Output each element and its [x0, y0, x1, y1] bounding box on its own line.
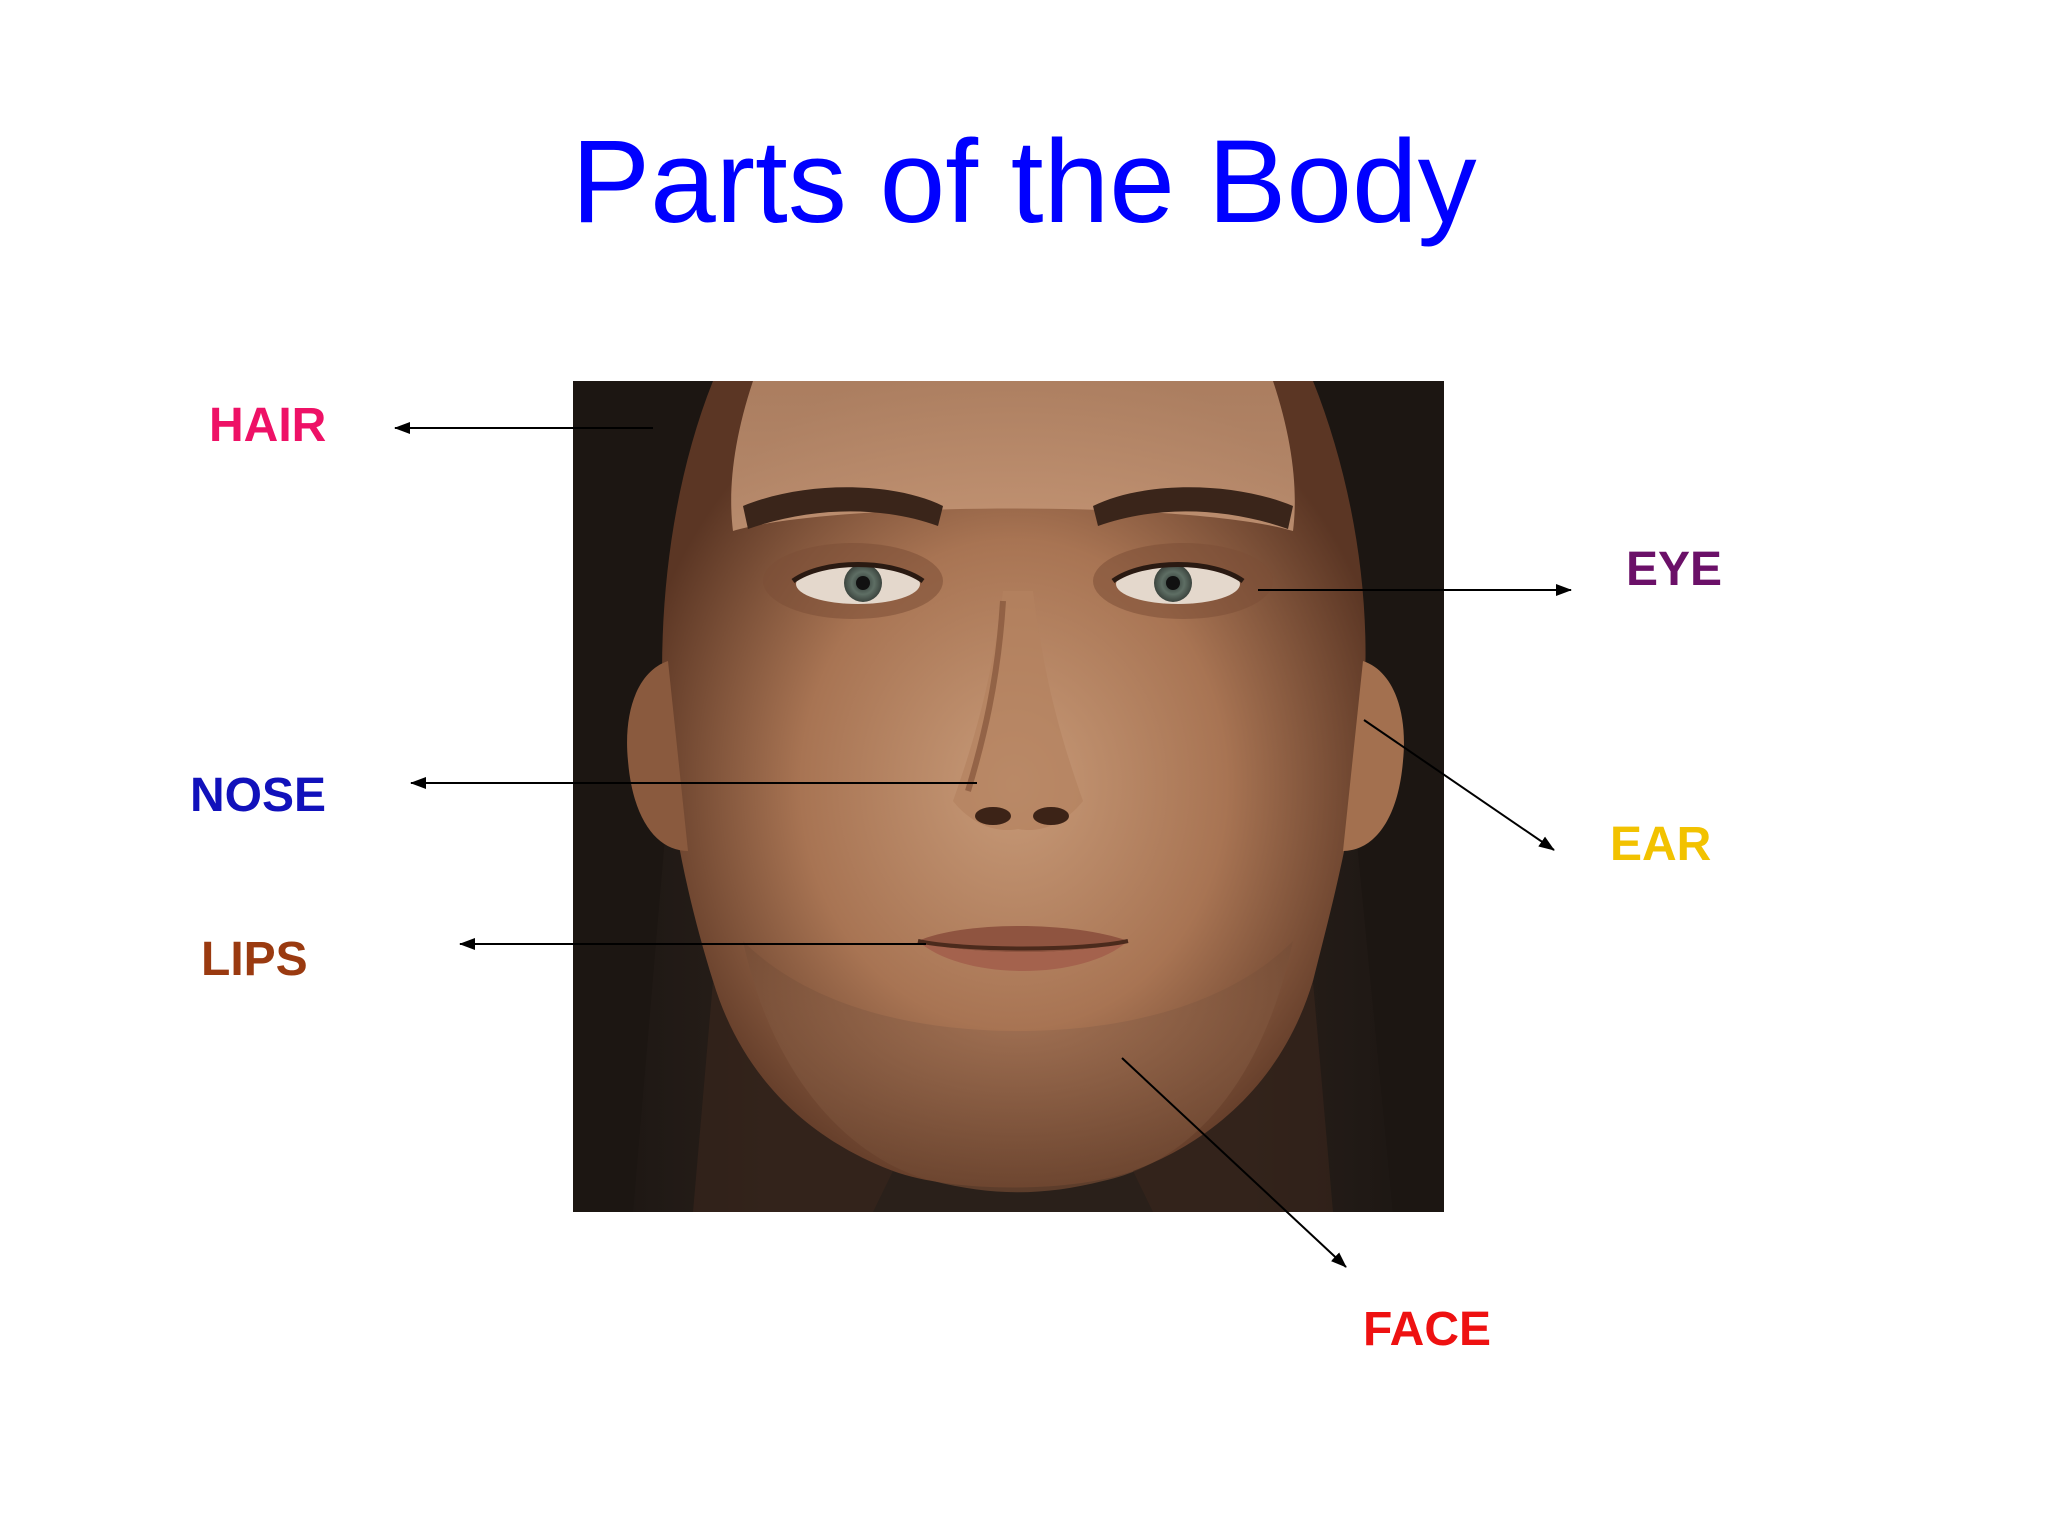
label-eye: EYE [1626, 543, 1723, 596]
label-hair: HAIR [209, 399, 327, 452]
slide-title: Parts of the Body [571, 116, 1477, 248]
label-face: FACE [1363, 1303, 1492, 1356]
label-ear: EAR [1610, 818, 1712, 871]
label-lips: LIPS [201, 933, 308, 986]
label-nose: NOSE [190, 769, 327, 822]
face-photo [573, 381, 1444, 1212]
